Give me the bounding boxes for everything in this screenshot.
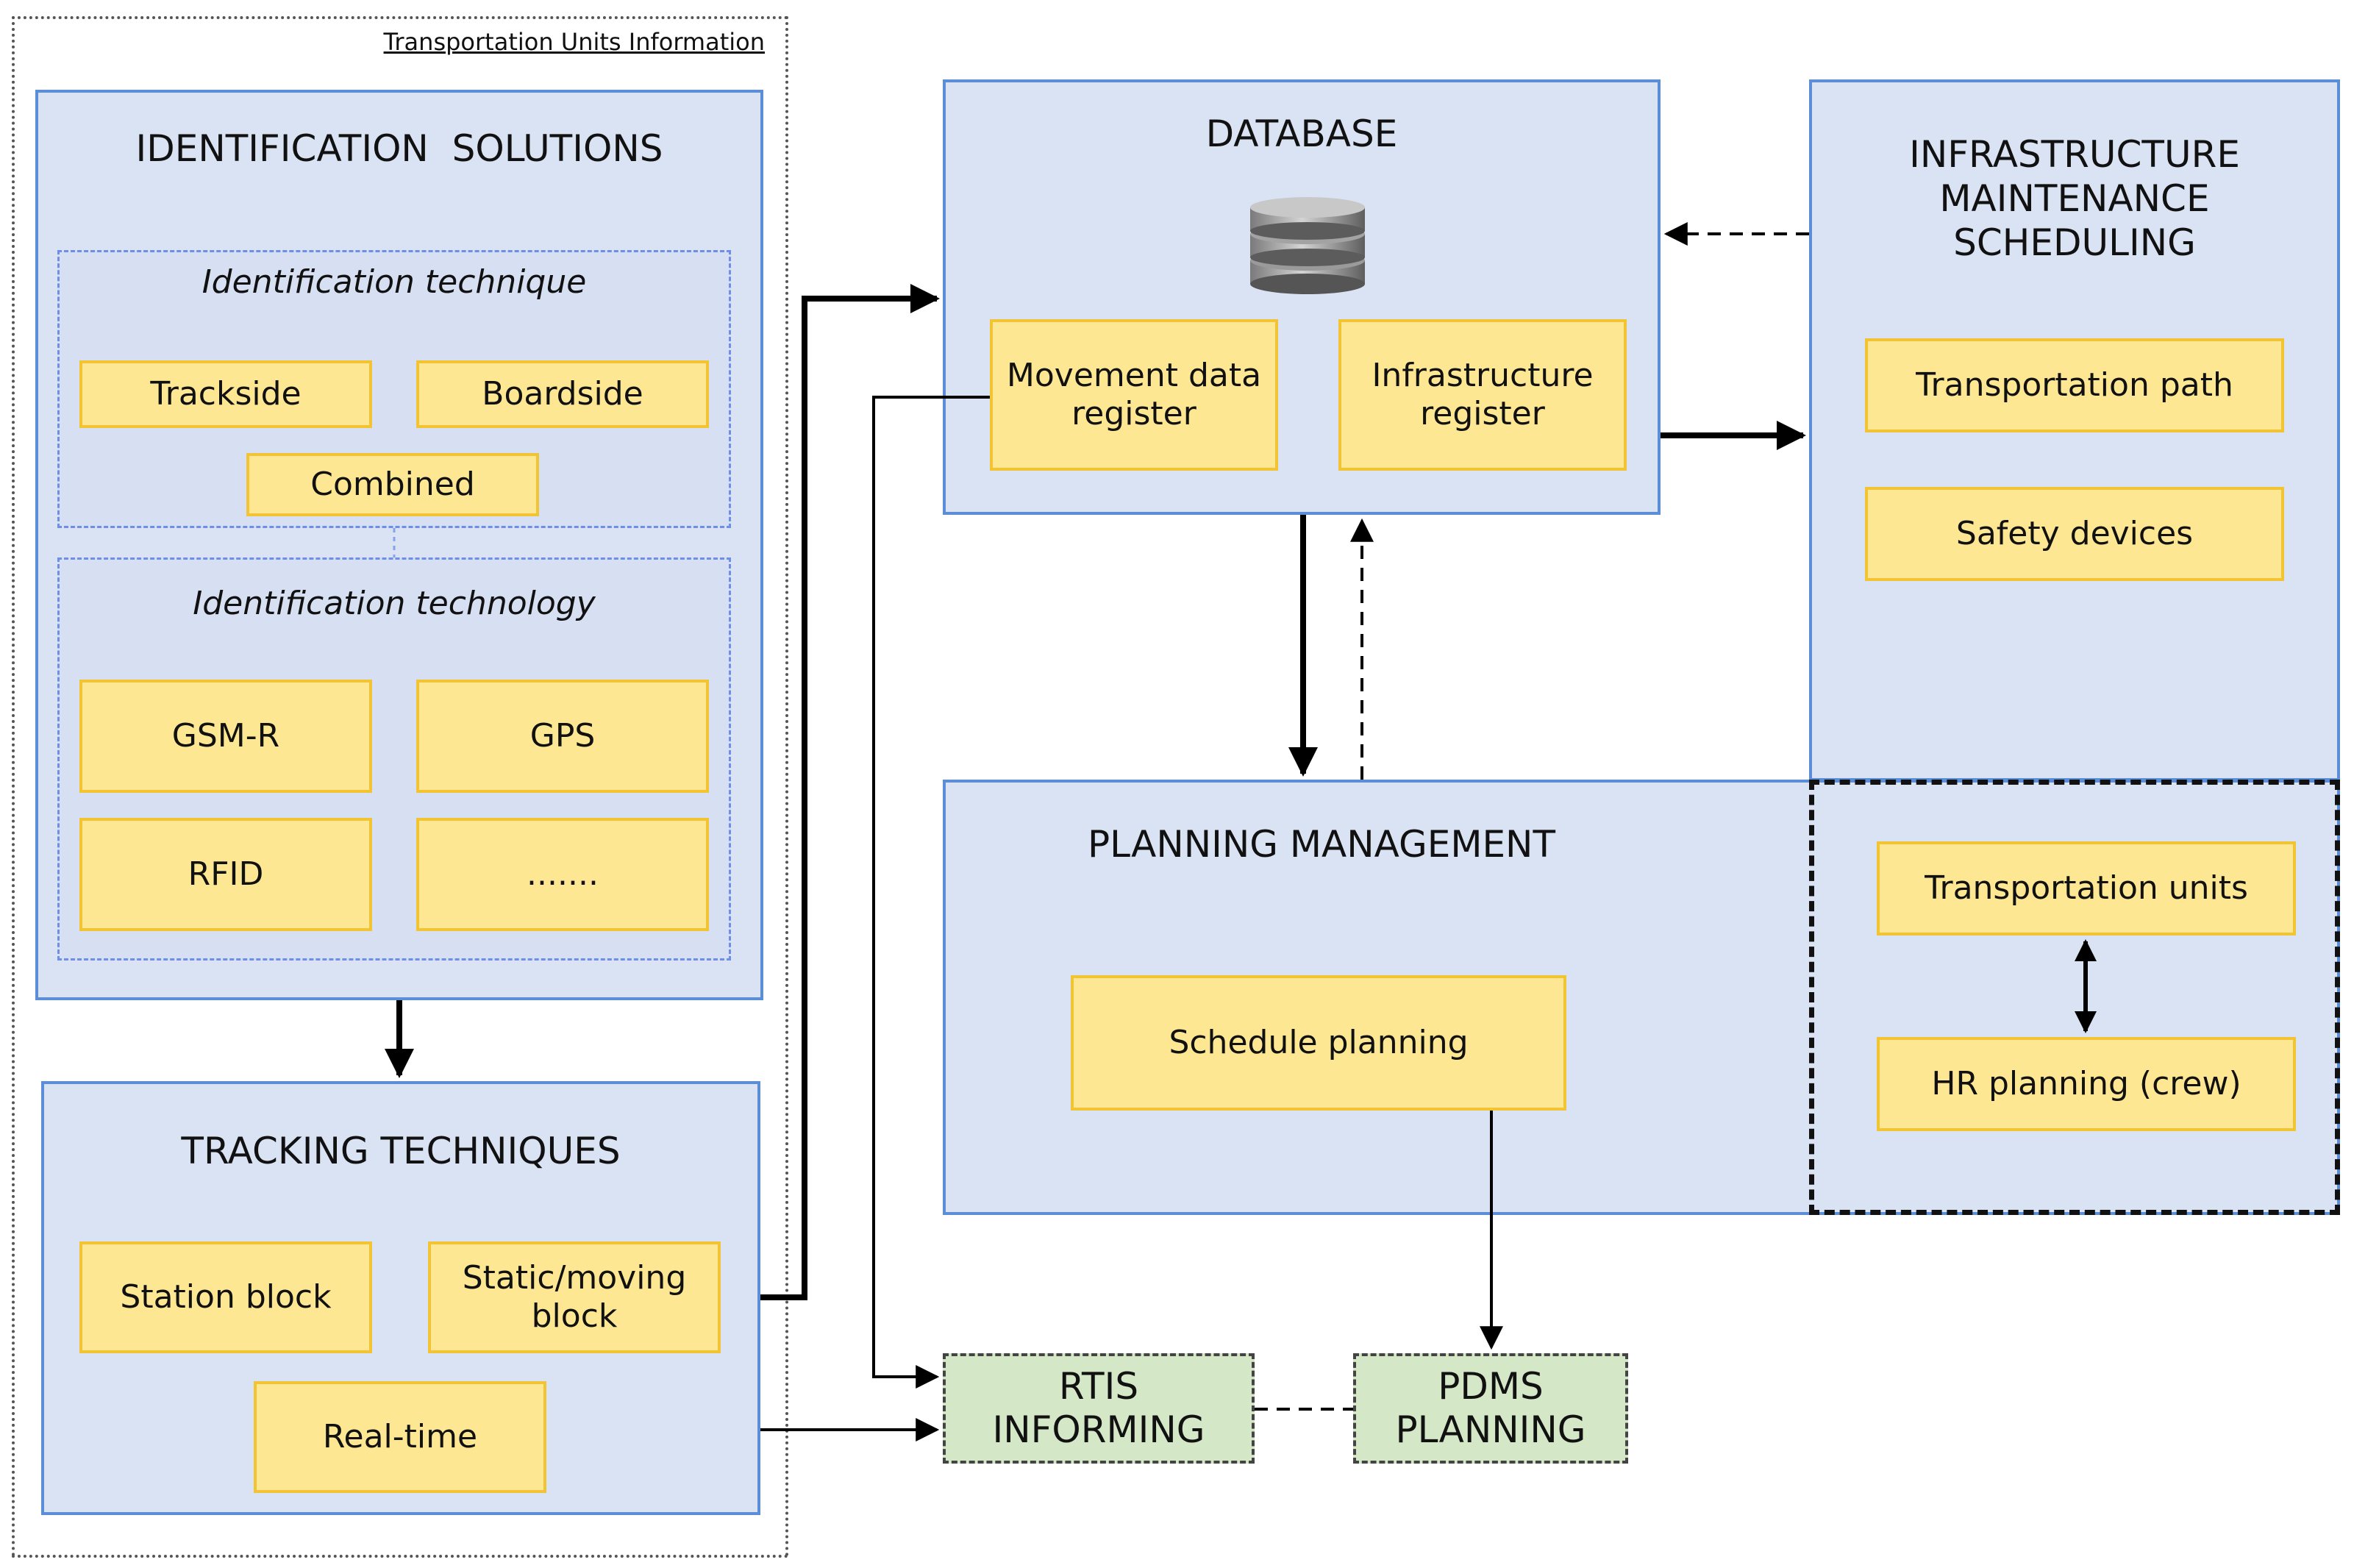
arrow-tracking-to-database bbox=[760, 284, 940, 1300]
item-station-block: Station block bbox=[79, 1241, 372, 1353]
item-transportation-units: Transportation units bbox=[1877, 841, 2296, 936]
item-infrastructure-register: Infrastructure register bbox=[1338, 319, 1627, 471]
item-movement-data-register: Movement data register bbox=[990, 319, 1278, 471]
infrastructure-maintenance-title: INFRASTRUCTURE MAINTENANCE SCHEDULING bbox=[1909, 133, 2240, 264]
item-more: ....... bbox=[416, 818, 709, 931]
item-static-moving-block: Static/moving block bbox=[428, 1241, 721, 1353]
item-hr-planning: HR planning (crew) bbox=[1877, 1037, 2296, 1131]
identification-technique-title: Identification technique bbox=[201, 263, 587, 301]
transportation-units-frame bbox=[12, 16, 788, 1558]
arrow-movement-register-to-rtis bbox=[872, 396, 990, 1389]
identification-technology-title: Identification technology bbox=[193, 585, 596, 622]
pdms-planning-box: PDMS PLANNING bbox=[1353, 1353, 1628, 1464]
database-title: DATABASE bbox=[1205, 113, 1398, 155]
identification-solutions-title: IDENTIFICATION SOLUTIONS bbox=[135, 127, 663, 170]
item-schedule-planning: Schedule planning bbox=[1071, 975, 1566, 1111]
item-transportation-path: Transportation path bbox=[1865, 338, 2284, 432]
database-icon bbox=[1250, 197, 1365, 294]
item-combined: Combined bbox=[246, 453, 539, 516]
item-gps: GPS bbox=[416, 680, 709, 793]
item-gsm-r: GSM-R bbox=[79, 680, 372, 793]
frame-label: Transportation Units Information bbox=[383, 28, 765, 56]
item-safety-devices: Safety devices bbox=[1865, 487, 2284, 581]
item-real-time: Real-time bbox=[254, 1381, 546, 1493]
resources-group bbox=[1809, 780, 2340, 1215]
item-trackside: Trackside bbox=[79, 360, 372, 428]
tracking-techniques-title: TRACKING TECHNIQUES bbox=[181, 1130, 621, 1172]
rtis-informing-box: RTIS INFORMING bbox=[943, 1353, 1255, 1464]
planning-management-title: PLANNING MANAGEMENT bbox=[1087, 823, 1556, 866]
item-boardside: Boardside bbox=[416, 360, 709, 428]
item-rfid: RFID bbox=[79, 818, 372, 931]
